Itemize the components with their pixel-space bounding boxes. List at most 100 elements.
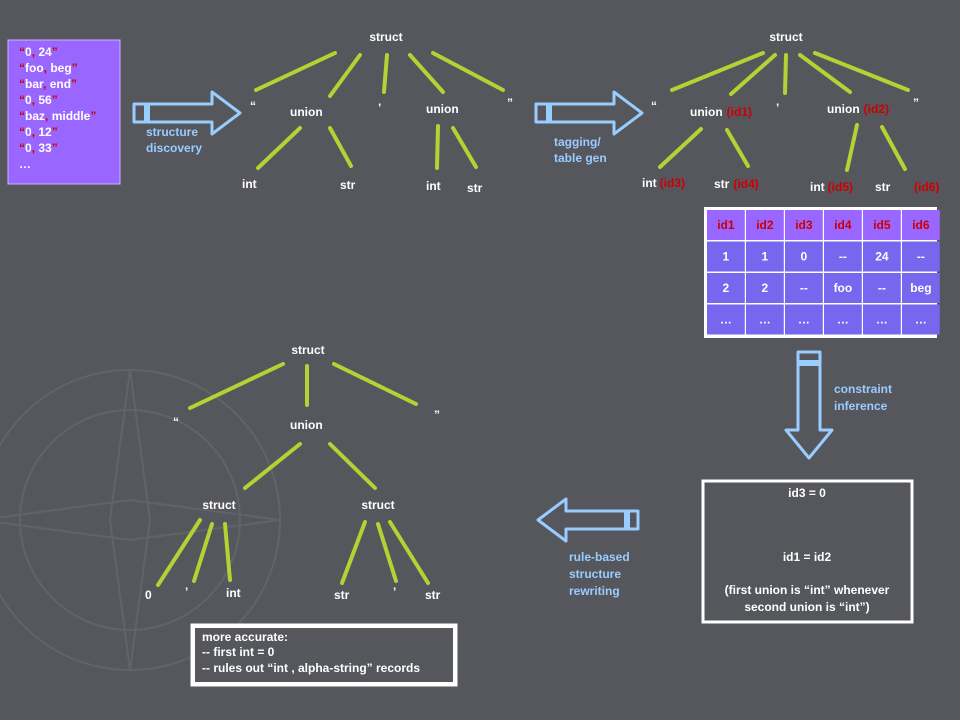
table-cell: [785, 241, 823, 272]
table-cell: [902, 304, 940, 335]
data-line-6-part-2: ,: [32, 141, 39, 155]
data-line-1-part-0: “: [19, 61, 25, 75]
tree1-open-quote: “: [250, 99, 256, 113]
arrow-constraint-inference-icon: [784, 350, 834, 460]
data-line-3-part-0: “: [19, 93, 25, 107]
table-cell-r2-c2: --: [800, 281, 808, 295]
data-line-6-part-4: ”: [52, 141, 58, 155]
data-line-6-part-1: 0: [25, 141, 32, 155]
table-cell: [746, 304, 784, 335]
tree-initial: struct “ union ’ union ” int str int str: [242, 30, 513, 195]
tree3-struct-right: struct: [361, 498, 394, 512]
table-cell-r3-c3: …: [837, 313, 849, 327]
data-line-1-part-2: ,: [44, 61, 51, 75]
step-label-structure-line1: structure: [146, 125, 198, 139]
tree2-leaf-int-right-label: int: [810, 180, 825, 194]
table-cell-r3-c5: …: [915, 313, 927, 327]
table-cell: [824, 273, 862, 303]
step-label-rewriting-line1: rule-based: [569, 550, 630, 564]
tree2-union-left-label: union: [690, 105, 723, 119]
table-cell: [785, 273, 823, 303]
tree2-leaf-str-left: str(id4): [714, 177, 759, 191]
data-line-3-part-4: ”: [52, 93, 58, 107]
note-line2: -- first int = 0: [202, 645, 275, 659]
data-line-0-part-3: 24: [38, 45, 52, 59]
tree3-leaf-str-right: str: [425, 588, 441, 602]
tree3-leaf-comma-left: ’: [185, 585, 188, 599]
constraint-line2: id1 = id2: [783, 550, 832, 564]
table-header-id3: id3: [795, 218, 813, 232]
tree3-open-quote: “: [173, 415, 179, 429]
table-cell: [863, 241, 901, 272]
data-line-5-part-2: ,: [32, 125, 39, 139]
data-line-5-part-3: 12: [38, 125, 52, 139]
table-cell-r3-c2: …: [798, 313, 810, 327]
note-line1: more accurate:: [202, 630, 288, 644]
tree2-close-quote: ”: [913, 96, 919, 110]
tree-rewritten: struct “ union ” struct struct 0 ’ int s…: [145, 343, 441, 602]
table-cell: [863, 304, 901, 335]
data-line-2-part-4: ”: [71, 77, 77, 91]
table-cell: [707, 273, 745, 303]
tree1-leaf-int-right: int: [426, 179, 441, 193]
constraint-line4: second union is “int”): [744, 600, 869, 614]
table-cell: [863, 273, 901, 303]
tree2-leaf-str-right: str: [875, 180, 891, 194]
table-cell: [746, 241, 784, 272]
tree2-leaf-int-left-tag: (id3): [660, 176, 685, 190]
data-line-4-part-2: ,: [45, 109, 52, 123]
data-line-2-part-2: ,: [43, 77, 50, 91]
constraint-line1: id3 = 0: [788, 486, 826, 500]
data-line-0-part-2: ,: [32, 45, 39, 59]
table-cell-r2-c1: 2: [762, 281, 769, 295]
constraints-box: id3 = 0 id1 = id2 (first union is “int” …: [701, 479, 914, 624]
tree1-leaf-int-left: int: [242, 177, 257, 191]
note-line3: -- rules out “int , alpha-string” record…: [202, 661, 420, 675]
tree2-root: struct: [769, 30, 802, 44]
table-cell-r1-c4: 24: [875, 250, 889, 264]
constraint-line3: (first union is “int” whenever: [725, 583, 890, 597]
data-line-0-part-4: ”: [52, 45, 58, 59]
step-label-tagging-line2: table gen: [554, 151, 607, 165]
table-cell-r1-c0: 1: [723, 250, 730, 264]
table-cell: [824, 304, 862, 335]
step-label-rewriting-line3: rewriting: [569, 584, 620, 598]
data-line-4-part-3: middle: [52, 109, 91, 123]
table-header-cell: [785, 210, 823, 240]
accuracy-note-box: more accurate: -- first int = 0 -- rules…: [190, 623, 458, 687]
tree3-struct-left: struct: [202, 498, 235, 512]
table-cell: [902, 273, 940, 303]
tree-tagged: struct “ union(id1) ’ union(id2) ” int(i…: [642, 30, 939, 194]
data-line-0-part-0: “: [19, 45, 25, 59]
tree3-close-quote: ”: [434, 408, 440, 422]
table-header-cell: [746, 210, 784, 240]
tree2-leaf-int-left: int(id3): [642, 176, 685, 190]
table-cell: [707, 304, 745, 335]
tree2-leaf-str-left-tag: (id4): [733, 177, 758, 191]
arrow-structure-discovery-icon: [132, 90, 242, 136]
table-cell-r1-c3: --: [839, 250, 847, 264]
tree3-leaf-int: int: [226, 586, 241, 600]
tree3-leaf-str-left: str: [334, 588, 350, 602]
table-header-id2: id2: [756, 218, 774, 232]
table-cell: [785, 304, 823, 335]
data-line-0-part-1: 0: [25, 45, 32, 59]
table-cell-r2-c3: foo: [834, 281, 853, 295]
table-cell: [824, 241, 862, 272]
table-cell-r3-c0: …: [720, 313, 732, 327]
tree3-leaf-zero: 0: [145, 588, 152, 602]
table-header-id4: id4: [834, 218, 852, 232]
tree2-union-left-tag: (id1): [727, 105, 752, 119]
step-label-constraint-line2: inference: [834, 399, 888, 413]
table-header-id6: id6: [912, 218, 930, 232]
table-header-cell: [863, 210, 901, 240]
data-line-6-part-0: “: [19, 141, 25, 155]
table-cell-r1-c2: 0: [801, 250, 808, 264]
tree3-union: union: [290, 418, 323, 432]
tree1-leaf-str-right: str: [467, 181, 483, 195]
data-line-7-part-0: …: [19, 157, 31, 171]
step-label-tagging-line1: tagging/: [554, 135, 601, 149]
